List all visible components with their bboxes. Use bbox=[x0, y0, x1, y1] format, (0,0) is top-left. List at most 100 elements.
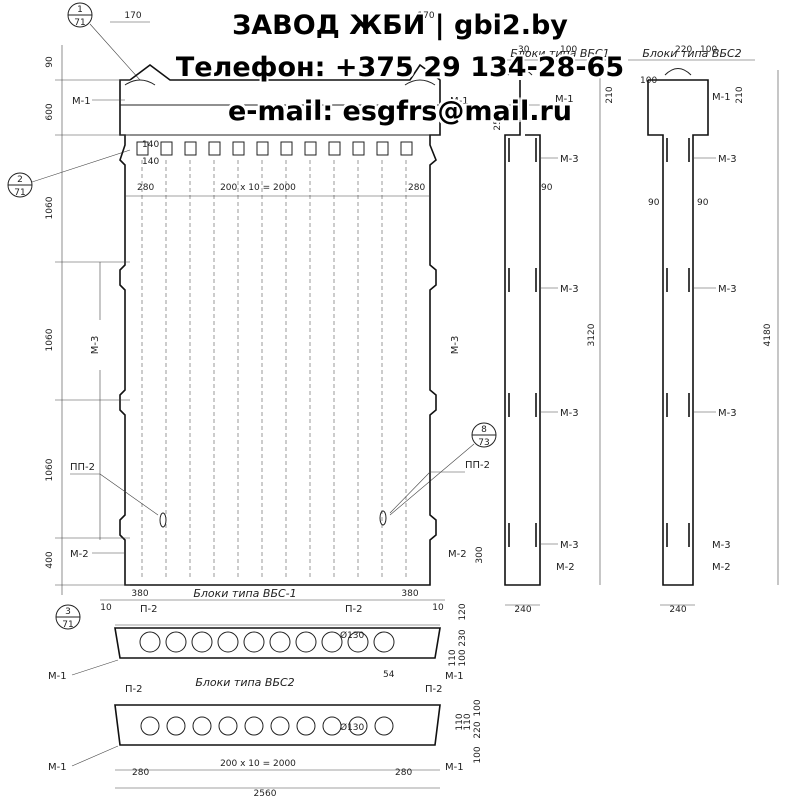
svg-text:М-3: М-3 bbox=[718, 408, 737, 419]
void-circle bbox=[296, 716, 316, 736]
svg-text:100: 100 bbox=[700, 45, 717, 55]
svg-text:100: 100 bbox=[473, 699, 483, 716]
svg-text:Блоки типа ВБС2: Блоки типа ВБС2 bbox=[195, 676, 294, 689]
svg-text:100: 100 bbox=[640, 76, 657, 86]
section-mark-2: 2 71 bbox=[7, 149, 131, 198]
svg-text:600: 600 bbox=[45, 103, 55, 120]
svg-text:280: 280 bbox=[395, 768, 412, 778]
svg-text:4180: 4180 bbox=[763, 323, 773, 346]
svg-text:М-1: М-1 bbox=[445, 671, 464, 682]
svg-text:100: 100 bbox=[560, 45, 577, 55]
svg-text:280: 280 bbox=[132, 768, 149, 778]
void-openings-row bbox=[136, 141, 413, 156]
svg-text:М-1: М-1 bbox=[555, 94, 574, 105]
svg-text:М-1: М-1 bbox=[48, 762, 67, 773]
lifting-loop-left bbox=[159, 512, 167, 528]
svg-text:1060: 1060 bbox=[45, 328, 55, 351]
svg-text:М-1: М-1 bbox=[712, 92, 731, 103]
svg-text:М-3: М-3 bbox=[560, 284, 579, 295]
svg-text:90: 90 bbox=[648, 198, 660, 208]
svg-text:73: 73 bbox=[478, 438, 489, 448]
svg-text:М-1: М-1 bbox=[445, 762, 464, 773]
svg-text:П-2: П-2 bbox=[140, 604, 158, 615]
svg-text:Блоки типа ВБС1: Блоки типа ВБС1 bbox=[510, 47, 609, 60]
svg-text:8: 8 bbox=[481, 425, 487, 435]
svg-text:380: 380 bbox=[401, 589, 418, 599]
svg-text:П-2: П-2 bbox=[345, 604, 363, 615]
svg-text:3: 3 bbox=[65, 607, 71, 617]
void-opening bbox=[352, 141, 365, 156]
svg-text:170: 170 bbox=[124, 11, 141, 21]
svg-text:П-2: П-2 bbox=[425, 684, 443, 695]
svg-text:М-3: М-3 bbox=[718, 284, 737, 295]
section-mark-3: 3 71 bbox=[55, 604, 81, 630]
void-opening bbox=[400, 141, 413, 156]
void-circle bbox=[139, 631, 161, 653]
void-circle bbox=[166, 716, 186, 736]
void-circle bbox=[295, 631, 317, 653]
section-mark-8: 8 73 bbox=[389, 422, 497, 516]
void-opening bbox=[280, 141, 293, 156]
svg-text:100: 100 bbox=[458, 649, 468, 666]
svg-text:М-1: М-1 bbox=[72, 96, 91, 107]
svg-text:250: 250 bbox=[493, 113, 503, 130]
svg-text:220: 220 bbox=[473, 721, 483, 738]
svg-text:54: 54 bbox=[383, 670, 395, 680]
void-opening bbox=[256, 141, 269, 156]
svg-text:Блоки типа ВБС-1: Блоки типа ВБС-1 bbox=[193, 587, 296, 600]
svg-text:М-3: М-3 bbox=[718, 154, 737, 165]
svg-text:90: 90 bbox=[45, 56, 55, 68]
svg-text:71: 71 bbox=[74, 18, 85, 28]
svg-text:2: 2 bbox=[17, 175, 23, 185]
svg-text:М-3: М-3 bbox=[712, 540, 731, 551]
svg-text:120: 120 bbox=[458, 603, 468, 620]
void-circle bbox=[243, 631, 265, 653]
svg-text:М-1: М-1 bbox=[450, 96, 469, 107]
void-circle bbox=[191, 631, 213, 653]
svg-text:71: 71 bbox=[62, 620, 73, 630]
svg-text:ПП-2: ПП-2 bbox=[465, 460, 490, 471]
svg-text:280: 280 bbox=[137, 183, 154, 193]
side-view-vbs2: Блоки типа ВБС2 100 220 100 210 90 90 41… bbox=[628, 45, 779, 615]
void-circle bbox=[373, 631, 395, 653]
svg-text:220: 220 bbox=[675, 45, 692, 55]
void-opening bbox=[208, 141, 221, 156]
void-circle bbox=[140, 716, 160, 736]
svg-text:М-2: М-2 bbox=[556, 562, 575, 573]
svg-text:3120: 3120 bbox=[587, 323, 597, 346]
void-circle bbox=[269, 631, 291, 653]
void-opening bbox=[304, 141, 317, 156]
svg-text:1060: 1060 bbox=[45, 196, 55, 219]
section-mark-1: 1 71 bbox=[67, 2, 141, 81]
svg-text:М-2: М-2 bbox=[712, 562, 731, 573]
company-title: ЗАВОД ЖБИ | gbi2.by bbox=[232, 10, 568, 41]
plan-view-vbs2: Блоки типа ВБС2 П-2 П-2 М-1 М-1 Ø130 100… bbox=[48, 676, 483, 799]
svg-text:240: 240 bbox=[669, 605, 686, 615]
svg-text:110: 110 bbox=[455, 713, 465, 730]
void-circle bbox=[348, 716, 368, 736]
plan-view-vbs1: Блоки типа ВБС-1 П-2 П-2 М-1 М-1 Ø130 12… bbox=[48, 587, 468, 682]
side-view-vbs1: Блоки типа ВБС1 30 100 210 250 90 3120 2… bbox=[493, 45, 615, 615]
void-circle bbox=[374, 716, 394, 736]
elevation-view: 90 600 1060 1060 1060 400 170 170 280 20… bbox=[45, 11, 490, 613]
svg-text:М-3: М-3 bbox=[90, 336, 101, 355]
void-opening bbox=[184, 141, 197, 156]
svg-text:170: 170 bbox=[417, 11, 434, 21]
svg-text:71: 71 bbox=[14, 188, 25, 198]
void-circle bbox=[322, 716, 342, 736]
svg-text:140: 140 bbox=[142, 157, 159, 167]
svg-text:Ø130: Ø130 bbox=[340, 630, 365, 641]
svg-text:210: 210 bbox=[735, 86, 745, 103]
svg-text:280: 280 bbox=[408, 183, 425, 193]
lifting-loop-right bbox=[379, 510, 387, 526]
phone-number: Телефон: +375 29 134-28-65 bbox=[175, 52, 625, 83]
svg-text:1: 1 bbox=[77, 5, 83, 15]
svg-text:ПП-2: ПП-2 bbox=[70, 462, 95, 473]
svg-text:110: 110 bbox=[463, 713, 473, 730]
svg-text:М-1: М-1 bbox=[48, 671, 67, 682]
svg-text:300: 300 bbox=[475, 546, 485, 563]
void-dashed-lines bbox=[141, 160, 407, 580]
svg-text:110: 110 bbox=[448, 649, 458, 666]
email-address[interactable]: e-mail: esgfrs@mail.ru bbox=[227, 96, 573, 127]
void-circle bbox=[321, 631, 343, 653]
